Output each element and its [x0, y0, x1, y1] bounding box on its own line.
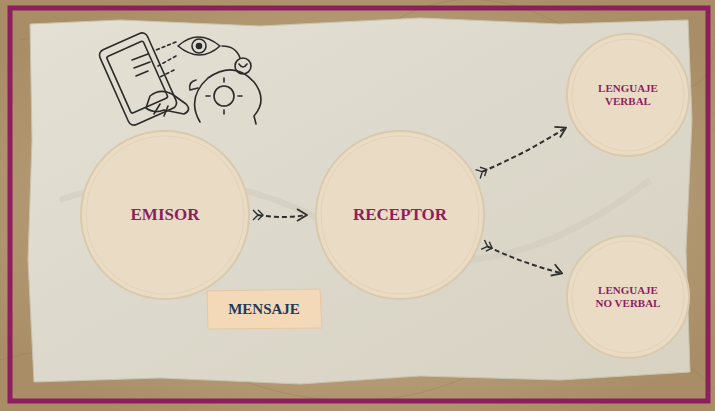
- arrow-shaft: [482, 128, 566, 172]
- node-label: RECEPTOR: [353, 205, 447, 225]
- arrow-feather: [480, 167, 487, 176]
- paper-tag: [207, 289, 322, 329]
- node-label: MENSAJE: [228, 300, 300, 318]
- circle-fill: [567, 236, 689, 358]
- arrow-feather: [486, 242, 492, 251]
- circle-fill: [316, 131, 484, 299]
- language-circle: LENGUAJE NO VERBAL: [566, 235, 690, 359]
- arrow-head: [551, 264, 562, 275]
- message-tag: MENSAJE: [205, 288, 323, 330]
- arrow-shaft: [258, 215, 307, 217]
- circle-ring: [572, 241, 684, 353]
- receptor-circle: RECEPTOR: [315, 130, 485, 300]
- arrow-feather: [481, 240, 487, 249]
- language-circle: LENGUAJE VERBAL: [566, 33, 690, 157]
- circle-fill: [567, 34, 689, 156]
- circle-ring: [572, 39, 684, 151]
- arrow-head: [297, 209, 307, 221]
- arrow-head: [554, 127, 566, 138]
- node-label: LENGUAJE VERBAL: [591, 82, 665, 108]
- dashed-arrow: [481, 240, 562, 275]
- emisor-circle: EMISOR: [80, 130, 250, 300]
- node-label: EMISOR: [131, 205, 200, 225]
- dashed-arrow: [253, 209, 307, 221]
- circle-ring: [321, 136, 479, 294]
- node-label: LENGUAJE NO VERBAL: [591, 284, 665, 310]
- arrow-feather: [258, 210, 263, 220]
- arrow-feather: [253, 210, 258, 220]
- arrow-feather: [476, 170, 483, 179]
- arrow-shaft: [488, 246, 563, 273]
- circle-fill: [81, 131, 249, 299]
- dashed-arrow: [476, 127, 567, 178]
- circle-ring: [86, 136, 244, 294]
